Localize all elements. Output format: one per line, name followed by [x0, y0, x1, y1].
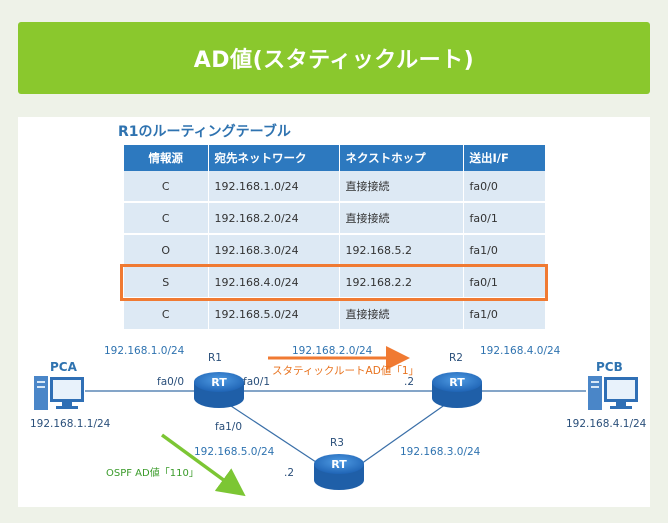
network-label: 192.168.2.0/24 [292, 345, 373, 357]
table-row: C 192.168.1.0/24 直接接続 fa0/0 [124, 171, 546, 203]
interface-label: .2 [284, 467, 295, 479]
router-label: RT [331, 458, 347, 471]
link-r1-r3 [227, 403, 323, 467]
ospf-label: OSPF AD値「110」 [106, 468, 199, 479]
table-cell-next-hop: 直接接続 [339, 202, 464, 235]
header-next-hop: ネクストホップ [339, 145, 464, 171]
table-cell-destination: 192.168.2.0/24 [208, 202, 340, 235]
header-destination: 宛先ネットワーク [208, 145, 340, 171]
ospf-route-arrow [160, 433, 246, 497]
static-route-label: スタティックルートAD値「1」 [272, 365, 420, 377]
routing-table-title: R1のルーティングテーブル [118, 124, 291, 140]
table-cell-destination: 192.168.3.0/24 [208, 234, 340, 267]
interface-label: fa1/0 [215, 421, 243, 433]
table-cell-next-hop: 直接接続 [339, 298, 464, 331]
routing-table: 情報源 宛先ネットワーク ネクストホップ 送出I/F C 192.168.1.0… [124, 145, 546, 331]
pca-name: PCA [50, 360, 77, 374]
network-links [85, 390, 586, 467]
table-cell-source: C [124, 202, 209, 235]
table-row: C 192.168.5.0/24 直接接続 fa1/0 [124, 298, 546, 331]
network-label: 192.168.4.0/24 [480, 345, 561, 357]
r1-name: R1 [208, 352, 222, 364]
link-r2-r3 [357, 403, 447, 467]
pca-ip: 192.168.1.1/24 [30, 418, 111, 430]
table-row-highlighted: S 192.168.4.0/24 192.168.2.2 fa0/1 [124, 266, 546, 299]
highlight-box [120, 264, 548, 301]
page-title: AD値(スタティックルート) [193, 48, 475, 73]
page-title-banner: AD値(スタティックルート) [18, 22, 650, 94]
pcb-ip: 192.168.4.1/24 [566, 418, 647, 430]
router-label: RT [449, 376, 465, 389]
interface-label: .2 [404, 376, 415, 388]
table-cell-interface: fa0/1 [463, 266, 546, 299]
table-cell-next-hop: 192.168.5.2 [339, 234, 464, 267]
table-cell-interface: fa0/1 [463, 202, 546, 235]
pc-icon [34, 376, 84, 410]
table-cell-source: C [124, 171, 209, 203]
routing-table-header-row: 情報源 宛先ネットワーク ネクストホップ 送出I/F [124, 145, 546, 171]
network-label: 192.168.3.0/24 [400, 446, 481, 458]
table-cell-destination: 192.168.5.0/24 [208, 298, 340, 331]
network-label: 192.168.5.0/24 [194, 446, 275, 458]
table-cell-interface: fa0/0 [463, 171, 546, 203]
r2-name: R2 [449, 352, 463, 364]
pcb-name: PCB [596, 360, 623, 374]
table-cell-destination: 192.168.1.0/24 [208, 171, 340, 203]
table-cell-source: C [124, 298, 209, 331]
router-icon: RT [432, 372, 482, 408]
router-label: RT [211, 376, 227, 389]
pc-icon [588, 376, 638, 410]
table-cell-destination: 192.168.4.0/24 [208, 266, 340, 299]
router-icon: RT [314, 454, 364, 490]
r3-name: R3 [330, 437, 344, 449]
header-source: 情報源 [124, 145, 209, 171]
interface-label: fa0/0 [157, 376, 185, 388]
table-cell-source: O [124, 234, 209, 267]
table-cell-source: S [124, 266, 209, 299]
header-interface: 送出I/F [463, 145, 546, 171]
table-row: C 192.168.2.0/24 直接接続 fa0/1 [124, 202, 546, 235]
router-icon: RT [194, 372, 244, 408]
interface-label: fa0/1 [243, 376, 271, 388]
table-cell-next-hop: 直接接続 [339, 171, 464, 203]
table-row: O 192.168.3.0/24 192.168.5.2 fa1/0 [124, 234, 546, 267]
table-cell-next-hop: 192.168.2.2 [339, 266, 464, 299]
table-cell-interface: fa1/0 [463, 298, 546, 331]
network-label: 192.168.1.0/24 [104, 345, 185, 357]
